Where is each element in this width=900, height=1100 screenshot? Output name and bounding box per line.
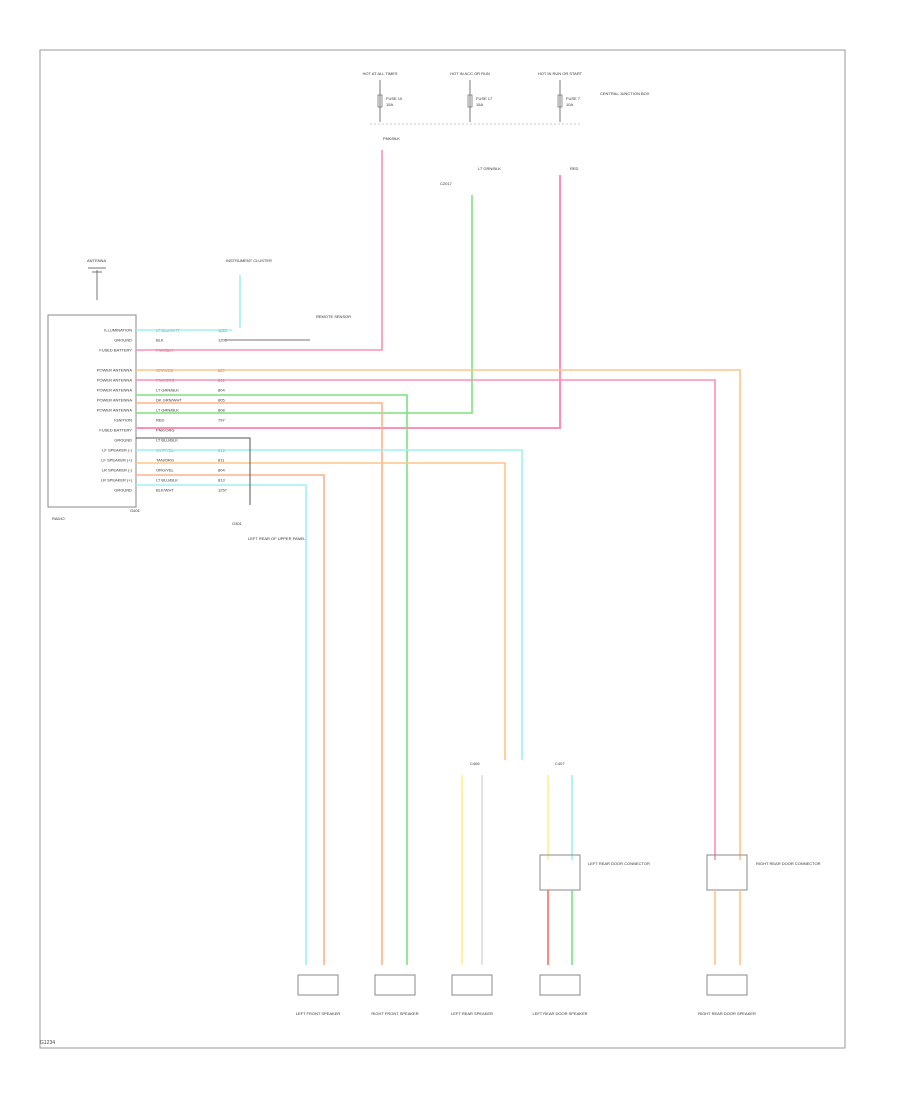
circuit-number: 804 [218, 468, 225, 473]
wire-rf-speaker-b [136, 402, 383, 965]
wire-rf-speaker-a [136, 394, 408, 965]
radio-pin-label: GROUND [114, 338, 132, 343]
fuse-symbol [467, 94, 473, 108]
wire-lf-speaker-b [136, 484, 307, 965]
lr-door-connector-label: LEFT REAR DOOR CONNECTOR [588, 861, 650, 866]
circuit-number: 797 [218, 418, 225, 423]
wire-rr-speaker-b [136, 379, 716, 860]
speaker-box [374, 974, 416, 996]
radio-pin-label: POWER ANTENNA [97, 368, 132, 373]
connector-c406: C406 [470, 761, 480, 766]
diagram-frame [39, 49, 846, 1049]
connector-label: C2017 [440, 181, 453, 186]
wire-color-label: BLK [156, 338, 164, 343]
wire-label-top: PNK/BLK [383, 136, 400, 141]
fuse-symbol [557, 94, 563, 108]
radio-pin-label: LF SPEAKER (-) [102, 448, 132, 453]
wire-color-label: BLK/WHT [156, 488, 174, 493]
speaker-label: RIGHT FRONT SPEAKER [371, 1011, 418, 1016]
radio-pin-label: GROUND [114, 438, 132, 443]
remote-sensor-label: REMOTE SENSOR [316, 314, 351, 319]
wire-color-label: LT GRN/BLK [156, 388, 179, 393]
circuit-number: 1206 [218, 338, 228, 343]
wire-lf-speaker-a [136, 474, 325, 965]
wire-color-label: LT GRN/BLK [156, 408, 179, 413]
wire-color-label: LT BLU/BLK [156, 478, 178, 483]
ground-label: G301 [232, 521, 243, 526]
wire-rr-speaker-a [136, 369, 741, 860]
wire-color-label: PNK/ORG [156, 428, 174, 433]
radio-box [47, 314, 137, 508]
fuse-box-label: CENTRAL JUNCTION BOX [600, 91, 650, 96]
fuse-amp: 10A [566, 102, 573, 107]
fuse-name: FUSE 7 [566, 96, 581, 101]
radio-ground-label: G401 [130, 508, 141, 513]
fuse-hot-label: HOT AT ALL TIMES [362, 71, 397, 76]
corner-mark: G1234 [40, 1040, 56, 1046]
rr-door-connector [706, 854, 748, 891]
fuse-amp: 15A [476, 102, 483, 107]
circuit-number: 1257 [218, 488, 228, 493]
radio-pin-label: IGNITION [114, 418, 132, 423]
fuse-hot-label: HOT IN RUN OR START [538, 71, 583, 76]
fuse-name: FUSE 17 [476, 96, 493, 101]
wire-color-label: ORG/YEL [156, 468, 175, 473]
radio-label: RADIO [52, 516, 65, 521]
speaker-label: LEFT REAR SPEAKER [451, 1011, 493, 1016]
fuse-amp: 15A [386, 102, 393, 107]
radio-pin-label: FUSED BATTERY [99, 348, 132, 353]
speaker-box [706, 974, 748, 996]
speaker-box [451, 974, 493, 996]
connector-c407: C407 [555, 761, 565, 766]
lr-door-connector [539, 854, 581, 891]
speaker-label: LEFT REAR DOOR SPEAKER [532, 1011, 587, 1016]
speaker-box [297, 974, 339, 996]
radio-pin-label: ILLUMINATION [104, 328, 132, 333]
fuse-symbol [377, 94, 383, 108]
wire-color-label: LT BLU/BLK [156, 438, 178, 443]
circuit-number: 811 [218, 458, 225, 463]
speaker-label: LEFT FRONT SPEAKER [296, 1011, 341, 1016]
circuit-number: 804 [218, 388, 225, 393]
wire-ground [136, 437, 251, 505]
radio-pin-label: POWER ANTENNA [97, 398, 132, 403]
speaker-label: RIGHT REAR DOOR SPEAKER [698, 1011, 756, 1016]
wire-color-label: DK GRN/WHT [156, 398, 182, 403]
radio-pin-label: LR SPEAKER (-) [102, 468, 133, 473]
wire-fused-battery [136, 150, 383, 351]
wire-run-feed [136, 175, 561, 429]
circuit-number: 805 [218, 398, 225, 403]
speaker-box [539, 974, 581, 996]
antenna-label: ANTENNA [87, 258, 106, 263]
fuse-name: FUSE 10 [386, 96, 403, 101]
circuit-number: 813 [218, 478, 225, 483]
radio-pin-label: POWER ANTENNA [97, 408, 132, 413]
instrument-label: INSTRUMENT CLUSTER [226, 258, 272, 263]
wire-label-top: LT GRN/BLK [478, 166, 501, 171]
ground-desc: LEFT REAR OF UPPER PANEL [248, 536, 306, 541]
wire-color-label: RED [156, 418, 165, 423]
wire-lr-door-b [136, 462, 506, 760]
radio-pin-label: POWER ANTENNA [97, 378, 132, 383]
wire-acc-feed [136, 195, 473, 414]
radio-pin-label: LR SPEAKER (+) [101, 478, 133, 483]
wire-label-top: RED [570, 166, 579, 171]
wire-lr-door-a [136, 449, 523, 760]
radio-pin-label: LF SPEAKER (+) [101, 458, 132, 463]
radio-pin-label: FUSED BATTERY [99, 428, 132, 433]
radio-pin-label: GROUND [114, 488, 132, 493]
fuse-hot-label: HOT IN ACC OR RUN [450, 71, 490, 76]
circuit-number: 808 [218, 408, 225, 413]
rr-door-connector-label: RIGHT REAR DOOR CONNECTOR [756, 861, 821, 866]
wire-color-label: TAN/ORG [156, 458, 174, 463]
radio-pin-label: POWER ANTENNA [97, 388, 132, 393]
